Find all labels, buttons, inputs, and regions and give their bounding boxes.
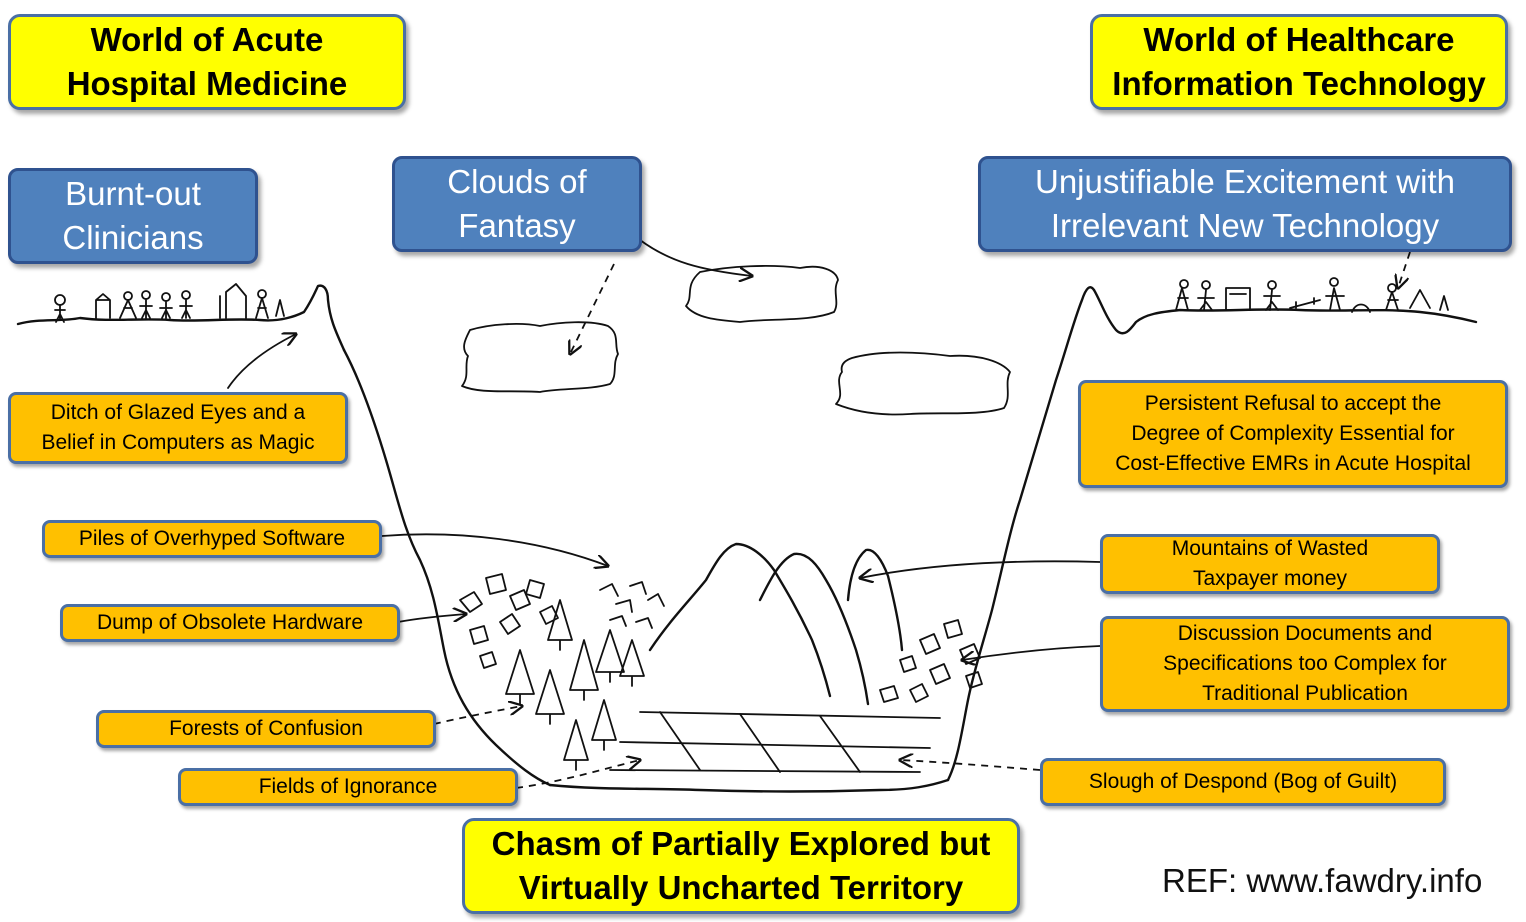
- label-fields-of-ignorance: Fields of Ignorance: [178, 768, 518, 806]
- arrow-fields: [515, 760, 640, 789]
- mountain-left: [648, 542, 832, 698]
- arrow-mountains: [860, 560, 1101, 578]
- label-obsolete-hardware: Dump of Obsolete Hardware: [60, 604, 400, 642]
- debris-right: [879, 619, 983, 703]
- arrow-ditch: [227, 334, 296, 389]
- arrow-hardware: [397, 614, 466, 623]
- mountain-right: [846, 548, 904, 652]
- cloud-2: [685, 265, 839, 323]
- reference-text: REF: www.fawdry.info: [1162, 862, 1483, 899]
- cloud-3: [835, 351, 1011, 416]
- fields: [609, 711, 941, 773]
- left-chasm-wall: [342, 348, 552, 787]
- arrow-clouds-2: [639, 239, 752, 276]
- arrow-documents: [962, 645, 1101, 660]
- right-chasm-wall: [946, 286, 1096, 782]
- debris-left: [459, 573, 665, 669]
- arrow-clouds: [570, 263, 615, 354]
- mountain-middle: [758, 552, 870, 706]
- arrow-excitement: [1398, 251, 1411, 288]
- arrow-forests: [433, 706, 522, 725]
- left-figures: [54, 283, 285, 323]
- label-overhyped-software: Piles of Overhyped Software: [42, 520, 382, 558]
- label-slough-of-despond: Slough of Despond (Bog of Guilt): [1040, 758, 1446, 806]
- cloud-1: [461, 321, 619, 393]
- label-forests-of-confusion: Forests of Confusion: [96, 710, 436, 748]
- right-clifftop: [1092, 288, 1478, 335]
- right-figures: [1175, 277, 1449, 313]
- arrow-software: [381, 533, 608, 566]
- forest: [505, 599, 645, 771]
- arrow-slough: [900, 760, 1041, 771]
- left-clifftop: [16, 284, 346, 352]
- chasm-floor: [548, 778, 950, 793]
